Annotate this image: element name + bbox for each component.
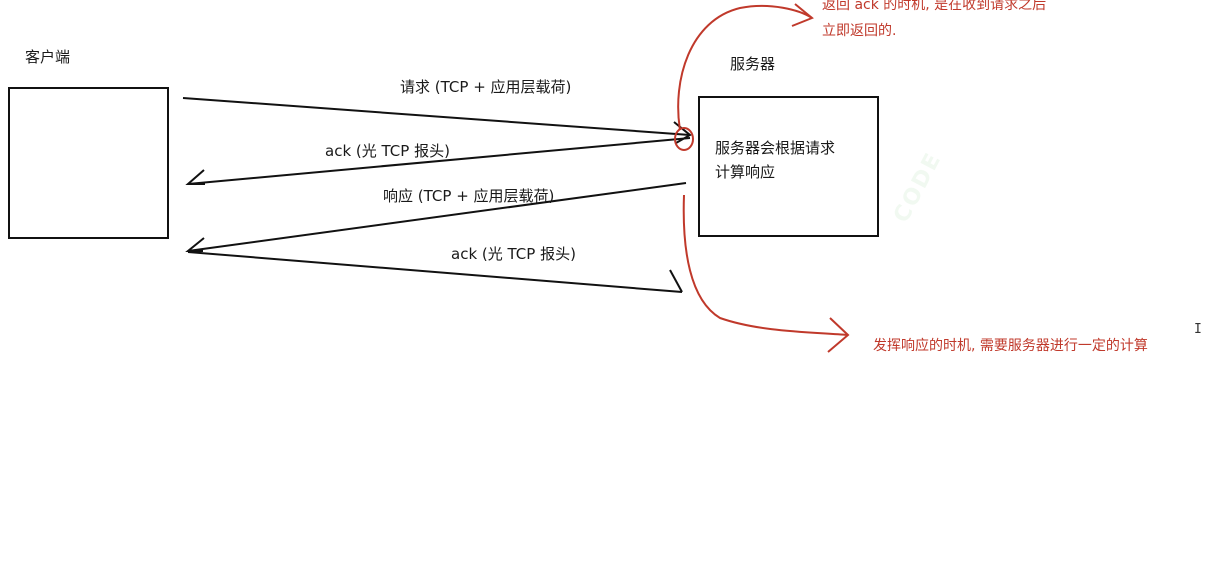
request-label: 请求 (TCP + 应用层载荷): [400, 78, 572, 96]
ack-timing-note-line1: 返回 ack 的时机, 是在收到请求之后: [822, 0, 1047, 13]
response-label: 响应 (TCP + 应用层载荷): [383, 187, 555, 205]
ack-timing-note-line2: 立即返回的.: [822, 23, 897, 39]
server-box: [698, 96, 879, 237]
server-description-line1: 服务器会根据请求: [715, 139, 836, 157]
ack-label-2: ack (光 TCP 报头): [451, 245, 576, 263]
ack-arrow-2: [187, 251, 683, 293]
server-label: 服务器: [730, 55, 776, 73]
response-timing-note: 发挥响应的时机, 需要服务器进行一定的计算: [873, 338, 1148, 354]
client-box: [8, 87, 169, 239]
text-cursor-icon: I: [1194, 322, 1202, 337]
request-arrow: [182, 97, 692, 144]
client-label: 客户端: [25, 48, 71, 66]
server-description-line2: 计算响应: [715, 163, 776, 181]
ack-label-1: ack (光 TCP 报头): [325, 142, 450, 160]
response-timing-pointer: [682, 194, 850, 353]
ack-timing-pointer: [674, 3, 814, 151]
ack-arrow-1: [185, 137, 691, 185]
response-arrow: [185, 182, 687, 252]
